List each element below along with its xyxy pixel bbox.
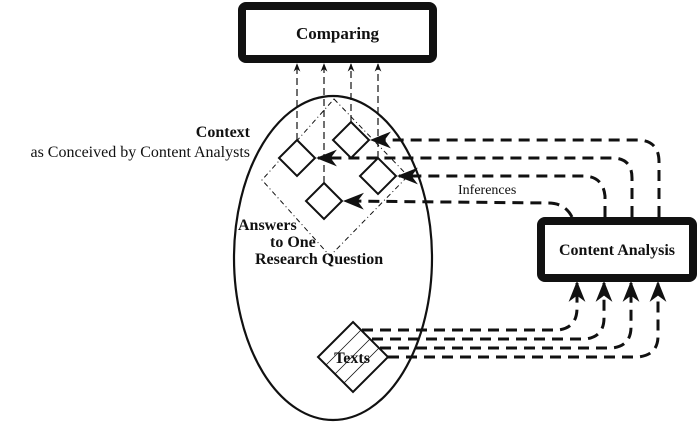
text-arrows [362,280,667,359]
answers-label-line3: Research Question [255,251,383,268]
texts-label: Texts [334,350,370,367]
inference-arrow [396,167,607,217]
inference-arrow [369,131,661,217]
comparing-box: Comparing [238,2,437,63]
context-title: Context [196,124,251,141]
inferences-label: Inferences [458,183,516,198]
text-arrow [372,280,613,341]
content-analysis-box: Content Analysis [537,217,697,282]
inference-arrows [315,131,661,218]
inference-arrow [342,192,574,218]
text-arrow [362,280,586,332]
context-subtitle: as Conceived by Content Analysts [30,144,250,161]
inference-arrow [315,149,634,217]
content-analysis-label: Content Analysis [559,242,675,259]
answers-label-line2: to One [270,234,316,251]
answer-diamonds [277,120,398,221]
comparing-label: Comparing [296,24,380,43]
answer-diamond [277,138,317,178]
answer-diamond [331,120,371,160]
answer-diamond [358,156,398,196]
answers-label-line1: Answers [238,217,297,234]
context-ellipse [232,94,434,422]
texts-node: Texts [316,320,390,394]
answer-diamond [304,181,344,221]
